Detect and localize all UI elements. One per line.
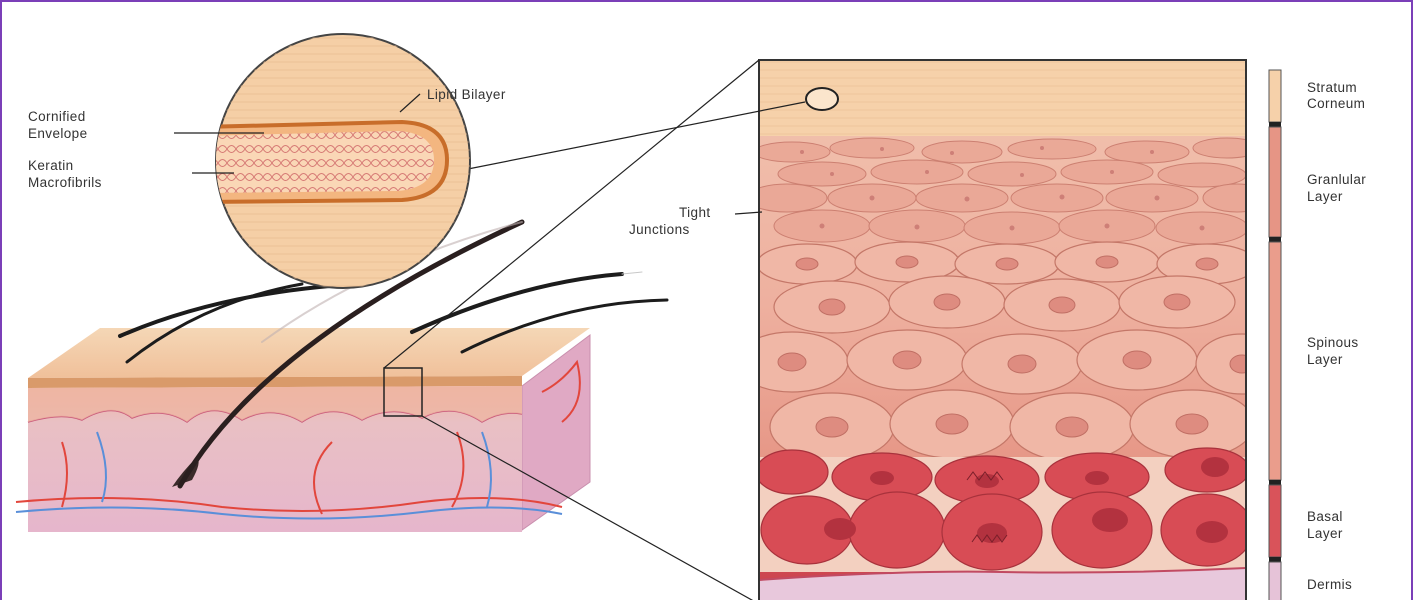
layer-labels: Stratum Corneum Granlular Layer Spinous …: [1307, 80, 1366, 592]
label-cornified-2: Envelope: [28, 126, 88, 141]
layer-label-dermis: Dermis: [1307, 577, 1352, 592]
layer-scale-bar: [1269, 70, 1281, 600]
layer-label-stratum-2: Corneum: [1307, 96, 1365, 111]
layer-label-basal-1: Basal: [1307, 509, 1343, 524]
label-cornified-1: Cornified: [28, 109, 86, 124]
layer-label-spinous-2: Layer: [1307, 352, 1343, 367]
layer-bar-4: [1269, 562, 1281, 600]
layer-bar-0: [1269, 70, 1281, 122]
layer-label-granular-1: Granlular: [1307, 172, 1366, 187]
epidermis-panel: [736, 60, 1288, 600]
layer-bar-1: [1269, 127, 1281, 237]
layer-label-basal-2: Layer: [1307, 526, 1343, 541]
layer-label-granular-2: Layer: [1307, 189, 1343, 204]
layer-bar-2: [1269, 242, 1281, 480]
corneocyte-magnifier: [202, 34, 470, 288]
label-tight-2: Junctions: [629, 222, 690, 237]
zoom-origin-circle: [806, 88, 838, 110]
layer-bar-3: [1269, 485, 1281, 557]
layer-label-stratum-1: Stratum: [1307, 80, 1357, 95]
label-tight-1: Tight: [679, 205, 711, 220]
layer-label-spinous-1: Spinous: [1307, 335, 1359, 350]
label-keratin-2: Macrofibrils: [28, 175, 102, 190]
skin-block: [16, 328, 590, 532]
label-lipid-bilayer: Lipid Bilayer: [427, 87, 506, 102]
label-keratin-1: Keratin: [28, 158, 74, 173]
